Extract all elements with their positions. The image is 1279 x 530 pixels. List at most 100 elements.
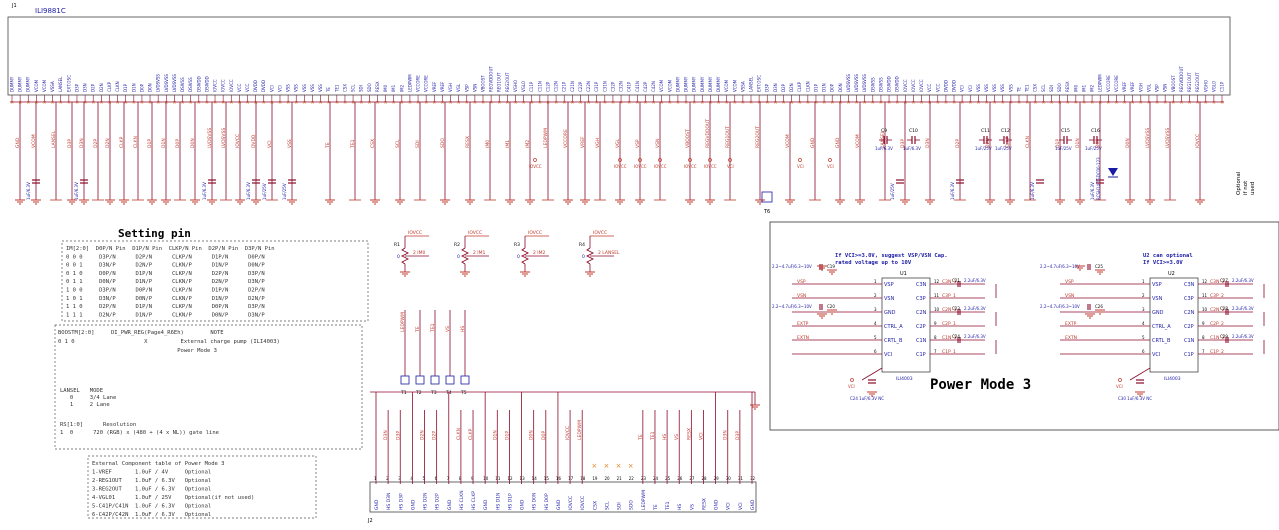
chip-left-pin: CTRL_A xyxy=(884,324,903,330)
no-connect-mark: × xyxy=(1204,100,1208,106)
j1-pin-name: VGL xyxy=(456,83,461,92)
j1-pin-name: VCCORE xyxy=(416,75,421,92)
net-label: VCOM xyxy=(31,134,37,148)
j2-pin-number: 7 xyxy=(447,476,450,481)
cap-ref: C10 xyxy=(909,128,918,134)
chip-left-pin: CRTL_B xyxy=(1152,338,1171,344)
j2-body xyxy=(369,481,757,513)
j1-pin-name: DVDD xyxy=(261,80,266,92)
no-connect-mark: × xyxy=(1131,100,1135,106)
chip-pin-number: 11 xyxy=(1202,293,1208,298)
net-label: VCI xyxy=(267,140,273,148)
no-connect-mark: × xyxy=(221,100,225,106)
no-connect-mark: × xyxy=(717,100,721,106)
j2-pin-number: 22 xyxy=(629,476,635,481)
net-label: IOVCC xyxy=(1195,134,1201,148)
j1-pin-name: VSSA xyxy=(50,81,55,92)
bulk-cap-value: 2.2~4.7uF/6.3~10V xyxy=(1040,304,1080,309)
j1-pin-name: IM1 xyxy=(391,84,396,92)
chip-pin-number: 2 xyxy=(874,293,877,298)
chip-left-pin: GND xyxy=(1152,310,1164,316)
resistor-symbol xyxy=(460,247,470,265)
no-connect-mark: × xyxy=(619,100,623,106)
j1-pin-name: VGHO xyxy=(513,80,518,92)
power-note: U2 can optional xyxy=(1143,253,1193,259)
power-node xyxy=(728,158,732,162)
j1-pin-name: VGH xyxy=(448,83,453,92)
j1-pin-name: C11P xyxy=(529,81,534,92)
j1-pin-name: VSS xyxy=(976,84,981,92)
no-connect-mark: × xyxy=(10,100,14,106)
no-connect-mark: × xyxy=(310,100,314,106)
decoupling-value: 1uF/25V xyxy=(890,183,895,200)
j2-pin-name: GND xyxy=(447,499,453,510)
j1-pin-name: C41P xyxy=(627,81,632,92)
no-connect-mark: × xyxy=(489,100,493,106)
testpoint-net: LEDPWM xyxy=(400,312,406,332)
chip-left-pin: CTRL_A xyxy=(1152,324,1171,330)
j2-pin-name: HS D2P xyxy=(435,493,441,510)
j1-pin-name: VCOM xyxy=(724,79,729,92)
j1-pin-name: VBOOST xyxy=(481,75,486,92)
chip-right-net: C1N_2 xyxy=(1210,335,1225,341)
testpoint-ref: T1 xyxy=(400,390,407,396)
j2-pin-name: GND xyxy=(750,499,756,510)
ext-row: 5-C41P/C41N 1.0uF / 6.3V Optional xyxy=(92,504,211,510)
decoupling-value: 1uF/6.3V xyxy=(1090,182,1095,200)
j1-pin-name: VSN xyxy=(472,84,477,92)
power-label: VCI xyxy=(797,164,804,169)
bulk-cap-value: 2.2~4.7uF/6.3~10V xyxy=(772,304,812,309)
j2-pin-name: HS D0P xyxy=(544,493,550,510)
j1-pin-name: D2P xyxy=(781,83,786,92)
no-connect-mark: × xyxy=(400,100,404,106)
no-connect-mark: × xyxy=(814,100,818,106)
j1-pin-name: D0P xyxy=(830,83,835,92)
power-node xyxy=(850,378,854,382)
no-connect-mark: × xyxy=(871,100,875,106)
j2-pin-number: 6 xyxy=(435,476,438,481)
j2-pin-name: RESX xyxy=(701,498,707,510)
testpoint-label: T6 xyxy=(763,209,770,215)
j1-pin-name: REG2OUT xyxy=(1195,72,1200,92)
chip-right-pin: C3P xyxy=(1184,296,1194,302)
no-connect-mark: × xyxy=(440,100,444,106)
j1-pin-name: SDI xyxy=(1049,85,1054,92)
j2-pin-number: 2 xyxy=(386,476,389,481)
j1-pin-name: DSIVDD xyxy=(887,76,892,92)
power-node xyxy=(688,158,692,162)
no-connect-mark: × xyxy=(616,462,622,470)
j1-pin-name: C42P xyxy=(643,81,648,92)
j2-pin-number: 10 xyxy=(483,476,489,481)
no-connect-mark: × xyxy=(75,100,79,106)
no-connect-mark: × xyxy=(1171,100,1175,106)
no-connect-mark: × xyxy=(1017,100,1021,106)
j2-net-label: HS xyxy=(662,434,668,440)
no-connect-mark: × xyxy=(773,100,777,106)
optional-note: Optional xyxy=(1236,171,1242,195)
no-connect-mark: × xyxy=(124,100,128,106)
j1-pin-name: VCC xyxy=(237,83,242,92)
net-label: IM1 xyxy=(505,140,511,148)
j2-net-label: D2P xyxy=(432,431,438,440)
j1-pin-name: VCI xyxy=(960,85,965,92)
j1-pin-name: SCL xyxy=(1041,84,1046,92)
j2-pin-name: HS CLKP xyxy=(471,491,477,510)
no-connect-mark: × xyxy=(725,100,729,106)
im-table-box xyxy=(61,240,369,322)
no-connect-mark: × xyxy=(351,100,355,106)
resistor-power-label: IOVCC xyxy=(528,230,542,236)
cap-value: 2.2uF/6.3V xyxy=(1232,278,1254,283)
no-connect-mark: × xyxy=(327,100,331,106)
chip-left-pin: VCI xyxy=(1152,352,1160,358)
net-label: D3P xyxy=(900,139,906,148)
chip-left-net: EXTP xyxy=(1065,321,1077,327)
net-label: REGVDDOUT xyxy=(705,119,711,148)
lansel-row: LANSEL MODE xyxy=(60,388,103,394)
j1-pin-name: VCI xyxy=(968,85,973,92)
chip-name: ILI4003 xyxy=(1164,376,1181,382)
no-connect-mark: × xyxy=(781,100,785,106)
net-label: LVDSVSS xyxy=(221,128,227,148)
resistor-value: 0 xyxy=(517,254,520,260)
bulk-cap-ref: C20 xyxy=(827,304,835,309)
